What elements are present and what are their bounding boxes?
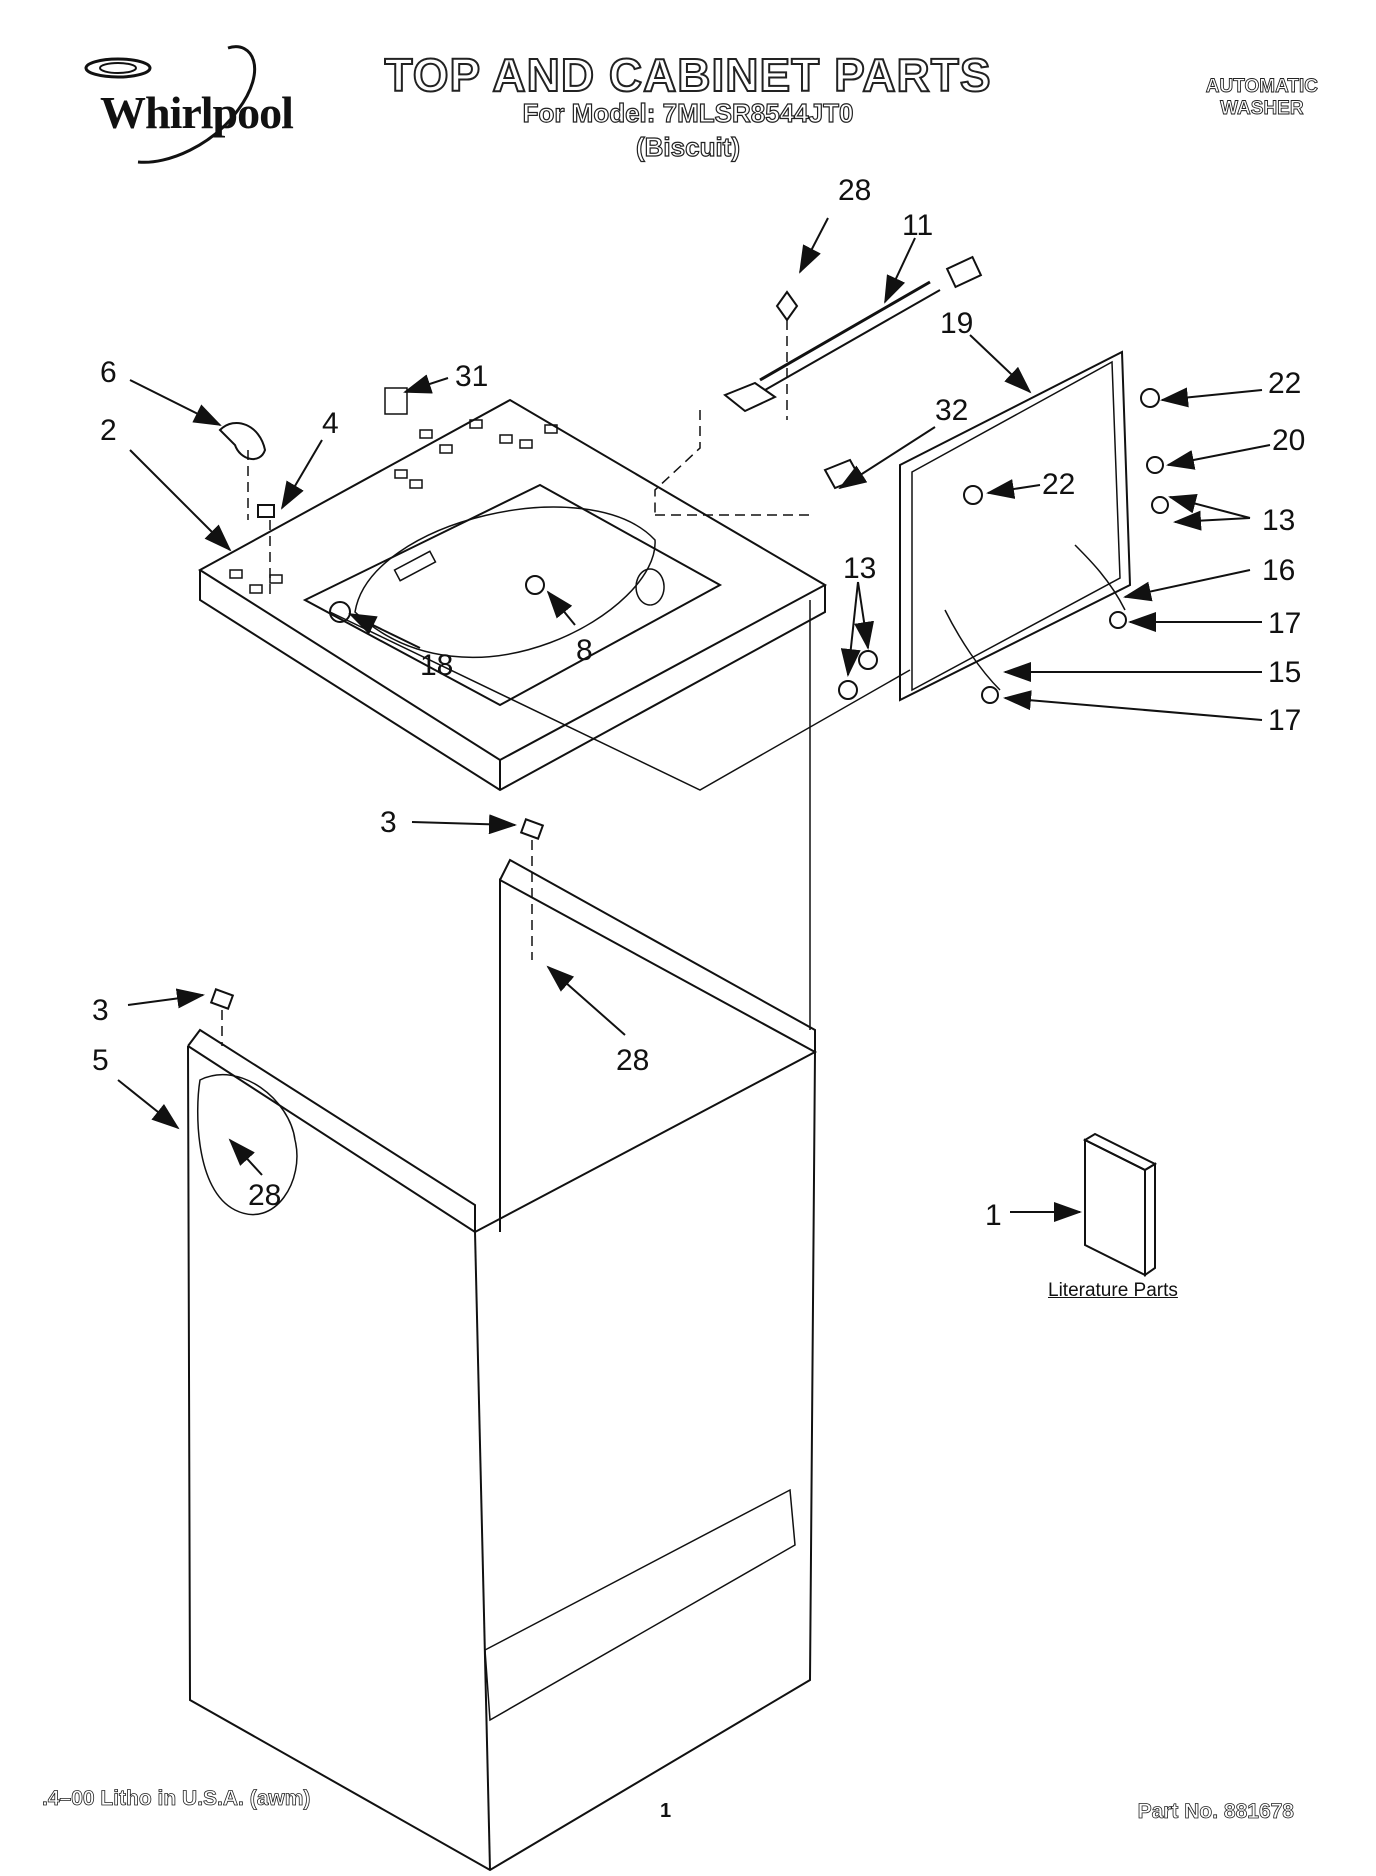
model-line: For Model: 7MLSR8544JT0 — [522, 97, 854, 128]
callout-32: 32 — [935, 394, 968, 427]
product-line-2: WASHER — [1220, 98, 1304, 120]
callout-22-inner: 22 — [1042, 468, 1075, 501]
callout-13-right: 13 — [1262, 504, 1295, 537]
whirlpool-swirl-icon — [84, 45, 257, 164]
page-number: 1 — [660, 1800, 672, 1822]
callout-2: 2 — [100, 414, 117, 447]
callout-17-upper: 17 — [1268, 607, 1301, 640]
top-cover — [198, 398, 828, 792]
callout-22-right: 22 — [1268, 367, 1301, 400]
cabinet — [187, 858, 818, 1872]
callout-3-lower: 3 — [92, 994, 109, 1027]
brand-name: Whirlpool — [100, 87, 294, 138]
callout-3-upper: 3 — [380, 806, 397, 839]
callout-8: 8 — [576, 634, 593, 667]
callout-13-left: 13 — [843, 552, 876, 585]
callout-1: 1 — [985, 1199, 1002, 1232]
callout-5: 5 — [92, 1044, 109, 1077]
callout-labels: 28 11 19 6 31 2 4 32 22 20 22 13 16 17 1… — [92, 174, 1305, 1232]
page-title: TOP AND CABINET PARTS — [383, 48, 992, 102]
callout-18: 18 — [420, 649, 453, 682]
literature-parts-label: Literature Parts — [1048, 1280, 1178, 1301]
product-line-1: AUTOMATIC — [1205, 76, 1318, 98]
color-line: (Biscuit) — [635, 131, 740, 162]
part-number: Part No. 881678 — [1137, 1800, 1294, 1824]
callout-28-mid: 28 — [616, 1044, 649, 1077]
literature-booklet — [1082, 1132, 1158, 1277]
leader-arrows — [117, 217, 1271, 1222]
callout-19: 19 — [940, 307, 973, 340]
product-type: AUTOMATIC WASHER — [1205, 76, 1318, 120]
callout-15: 15 — [1268, 656, 1301, 689]
callout-20: 20 — [1272, 424, 1305, 457]
callout-11: 11 — [902, 209, 933, 242]
callout-31: 31 — [455, 360, 488, 393]
print-info: .4–00 Litho in U.S.A. (awm) — [42, 1787, 311, 1811]
callout-17-lower: 17 — [1268, 704, 1301, 737]
callout-4: 4 — [322, 407, 339, 440]
callout-28-lower: 28 — [248, 1179, 281, 1212]
whirlpool-logo: Whirlpool — [78, 40, 318, 170]
callout-16: 16 — [1262, 554, 1295, 587]
callout-28-top: 28 — [838, 174, 871, 207]
callout-6: 6 — [100, 356, 117, 389]
cover-holes — [229, 419, 558, 594]
